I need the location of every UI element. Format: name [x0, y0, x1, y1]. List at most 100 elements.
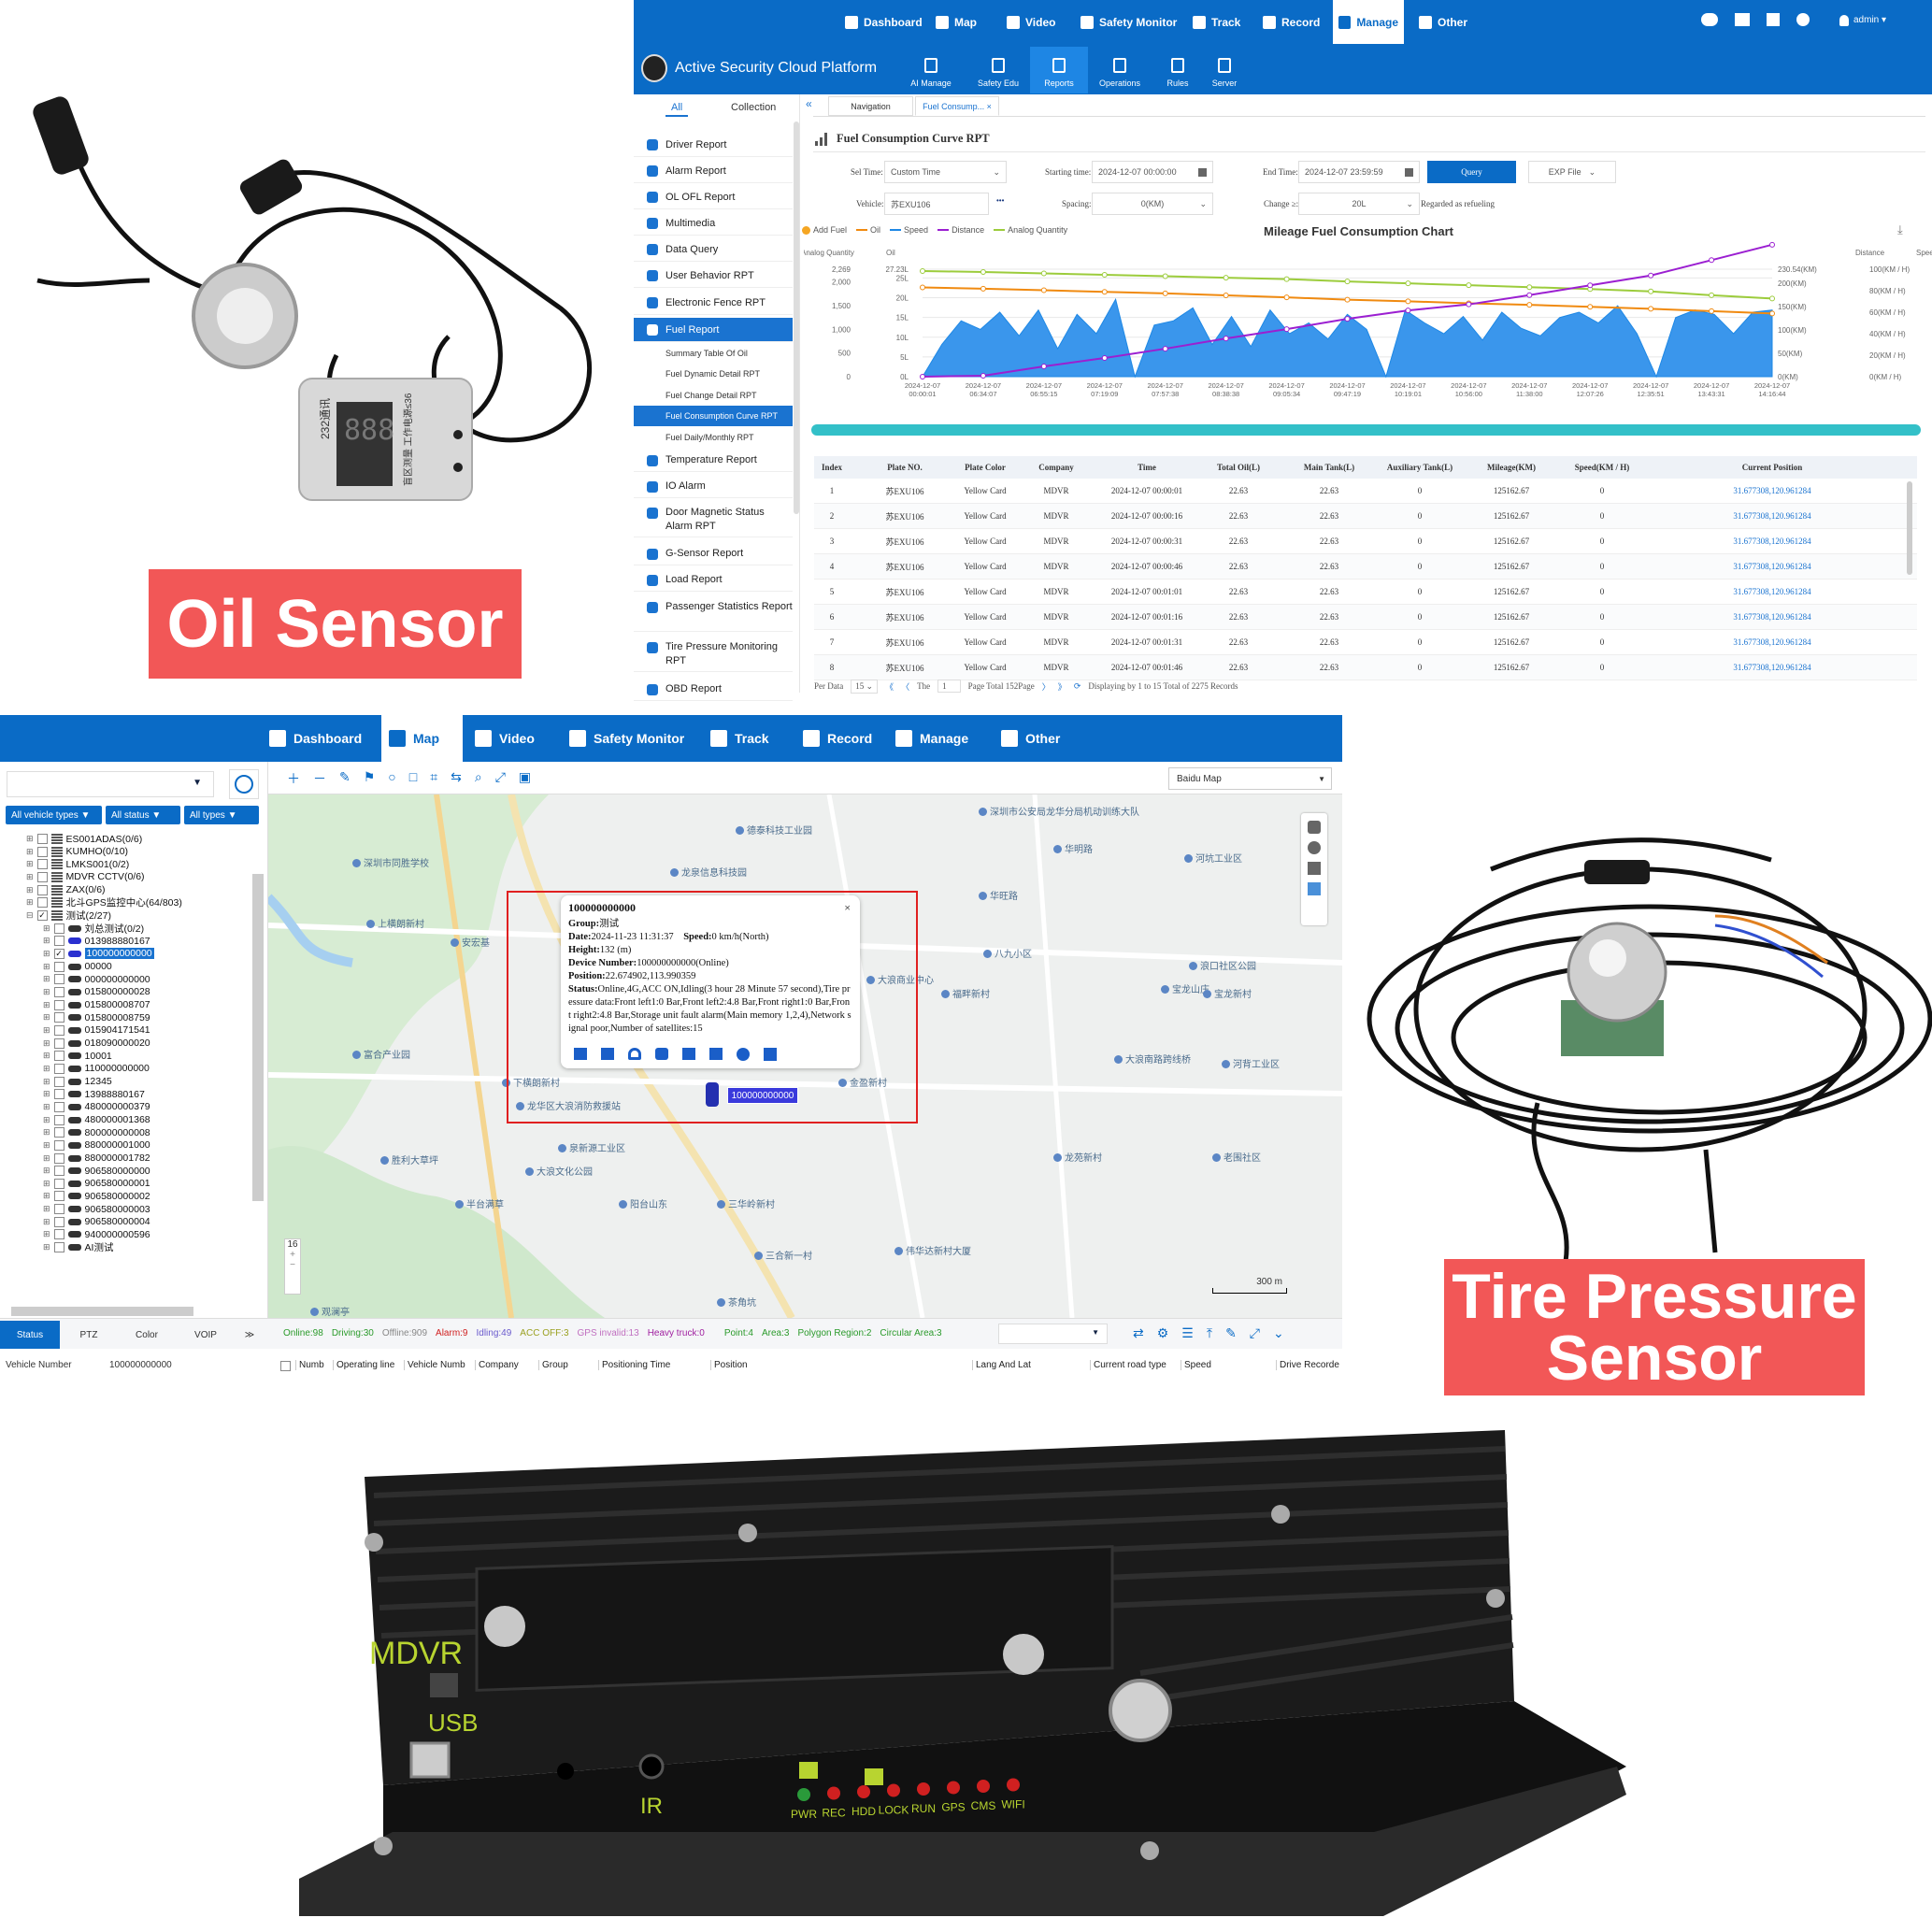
sidebar-item[interactable]: Temperature Report	[634, 448, 793, 472]
save-icon[interactable]: ▣	[518, 769, 532, 784]
document-icon[interactable]	[709, 1048, 723, 1060]
data-point[interactable]	[1648, 288, 1654, 294]
column-header[interactable]: Mileage(KM)	[1487, 463, 1536, 472]
column-header[interactable]: Time	[1138, 463, 1156, 472]
data-point[interactable]	[920, 374, 925, 379]
tree-vehicle[interactable]: ⊞10001	[43, 1050, 112, 1062]
tree-vehicle[interactable]: ⊞480000001368	[43, 1114, 150, 1126]
data-point[interactable]	[1526, 292, 1533, 298]
map-poi[interactable]: 安宏基	[451, 935, 490, 949]
nav-video[interactable]: Video	[1001, 0, 1061, 44]
expand-icon[interactable]: ⊞	[26, 884, 34, 894]
upload-icon[interactable]: ⤒	[1206, 1325, 1213, 1340]
route-tool-icon[interactable]: ⇆	[451, 769, 462, 784]
data-point[interactable]	[920, 267, 925, 274]
expand-icon[interactable]: ⊞	[26, 846, 34, 856]
tab-collection[interactable]: Collection	[731, 102, 777, 113]
grid-column-header[interactable]: Company	[475, 1360, 519, 1370]
column-header[interactable]: Speed(KM / H)	[1574, 463, 1630, 472]
map-poi[interactable]: 河背工业区	[1222, 1056, 1280, 1070]
tab-all[interactable]: All	[665, 102, 689, 117]
list-icon[interactable]: ☰	[1181, 1325, 1194, 1340]
group-checkbox[interactable]	[36, 834, 48, 844]
start-time-input[interactable]: 2024-12-07 00:00:00	[1092, 161, 1213, 183]
headset-icon[interactable]	[628, 1048, 641, 1060]
vehicle-checkbox[interactable]	[53, 1076, 64, 1087]
sidebar-item[interactable]: User Behavior RPT	[634, 264, 793, 288]
tree-vehicle[interactable]: ⊞015800008759	[43, 1011, 150, 1023]
vehicle-checkbox[interactable]	[53, 974, 64, 985]
column-header[interactable]: Auxiliary Tank(L)	[1386, 463, 1453, 472]
vehicle-checkbox[interactable]	[53, 1089, 64, 1100]
data-point[interactable]	[1769, 295, 1775, 302]
column-header[interactable]: Company	[1038, 463, 1074, 472]
sidebar-item[interactable]: Driver Report	[634, 133, 793, 157]
vehicle-checkbox[interactable]	[53, 1229, 64, 1240]
download-icon[interactable]: ⤓	[1897, 222, 1903, 236]
position-link[interactable]: 31.677308,120.961284	[1733, 511, 1811, 521]
sidebar-subitem[interactable]: Summary Table Of Oil	[665, 349, 748, 358]
vehicle-checkbox[interactable]	[53, 1152, 64, 1164]
column-header[interactable]: Plate Color	[965, 463, 1006, 472]
data-point[interactable]	[1709, 257, 1715, 264]
expand-icon[interactable]: ⊞	[43, 1204, 50, 1214]
page-input[interactable]: 1	[937, 680, 961, 693]
group-checkbox[interactable]	[36, 871, 48, 882]
data-point[interactable]	[1162, 290, 1168, 296]
expand-icon[interactable]: ⊞	[43, 1101, 50, 1111]
tab-status[interactable]: Status	[0, 1321, 60, 1349]
status-count[interactable]: Heavy truck:0	[647, 1328, 705, 1338]
shirt-icon[interactable]	[1735, 13, 1750, 26]
position-link[interactable]: 31.677308,120.961284	[1733, 637, 1811, 647]
expand-icon[interactable]: ⊞	[43, 974, 50, 984]
expand-icon[interactable]: ⊞	[26, 897, 34, 908]
legend-item[interactable]: Distance	[937, 225, 984, 235]
map-nav-video[interactable]: Video	[467, 715, 542, 762]
data-point[interactable]	[1769, 310, 1775, 317]
collapse-down-icon[interactable]: ⌄	[1273, 1325, 1284, 1340]
sidebar-subitem[interactable]: Fuel Daily/Monthly RPT	[665, 432, 754, 442]
data-point[interactable]	[1587, 282, 1594, 289]
expand-icon[interactable]: ⊞	[43, 923, 50, 933]
data-point[interactable]	[1223, 275, 1229, 281]
map-poi[interactable]: 观澜亭	[310, 1304, 350, 1318]
tree-vehicle[interactable]: ⊞906580000000	[43, 1165, 150, 1177]
expand-icon[interactable]: ⊞	[43, 1242, 50, 1252]
grid-column-header[interactable]: Position	[710, 1360, 748, 1370]
grid-column-header[interactable]: Group	[538, 1360, 568, 1370]
search-area-icon[interactable]: ⌕	[474, 769, 482, 784]
circle-tool-icon[interactable]: ○	[388, 769, 396, 784]
tree-vehicle[interactable]: ⊞800000000008	[43, 1126, 150, 1138]
data-point[interactable]	[1040, 364, 1047, 370]
expand-icon[interactable]: ⊞	[43, 1024, 50, 1035]
map-poi[interactable]: 大浪南路跨线桥	[1114, 1052, 1191, 1066]
satellite-icon[interactable]	[1308, 841, 1321, 854]
panorama-icon[interactable]	[1308, 882, 1321, 895]
map-poi[interactable]: 宝龙新村	[1203, 986, 1252, 1000]
chart-zoom-slider[interactable]	[811, 424, 1921, 436]
grid-column-header[interactable]: Current road type	[1090, 1360, 1166, 1370]
map-poi[interactable]: 三合新一村	[754, 1248, 812, 1262]
vehicle-checkbox[interactable]	[53, 1051, 64, 1062]
map-poi[interactable]: 龙苑新村	[1053, 1150, 1102, 1164]
data-point[interactable]	[1587, 304, 1594, 310]
data-point[interactable]	[1344, 296, 1351, 303]
tree-scrollbar[interactable]	[252, 874, 264, 1201]
column-header[interactable]: Current Position	[1741, 463, 1803, 472]
tree-vehicle[interactable]: ⊞015904171541	[43, 1024, 150, 1037]
calendar-icon[interactable]	[1405, 167, 1413, 177]
sidebar-subitem[interactable]: Fuel Dynamic Detail RPT	[665, 369, 761, 379]
vehicle-checkbox[interactable]	[53, 1178, 64, 1189]
zoom-out-tool-icon[interactable]: －	[313, 771, 326, 786]
subnav-ai-manage[interactable]: AI Manage	[902, 47, 960, 93]
vehicle-tag[interactable]: 100000000000	[727, 1087, 798, 1104]
data-point[interactable]	[1162, 273, 1168, 279]
data-point[interactable]	[1040, 287, 1047, 293]
